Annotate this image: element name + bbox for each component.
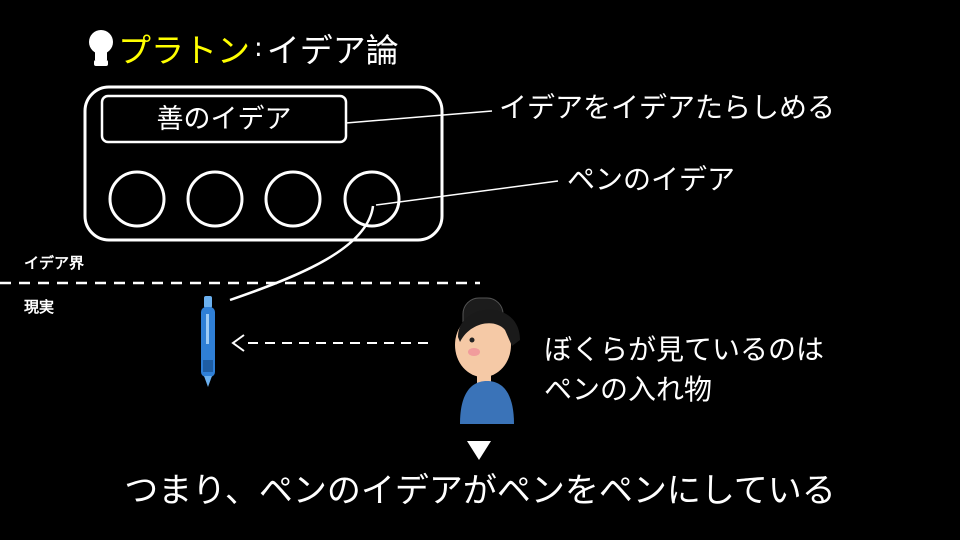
conclusion-text: つまり、ペンのイデアがペンをペンにしている [124, 471, 836, 511]
good-idea-box [100, 94, 348, 144]
idea-circle-4 [343, 170, 401, 228]
title-name: プラトン [118, 31, 250, 70]
realm-label-idea: イデア界 [24, 254, 85, 272]
perception-note-line2: ペンの入れ物 [544, 373, 713, 406]
view-arrowhead [231, 334, 245, 352]
idea-circle-1 [108, 170, 166, 228]
idea-circle-2 [186, 170, 244, 228]
realm-label-real: 現実 [24, 298, 55, 316]
title-separator: : [254, 33, 263, 63]
person-icon [455, 297, 520, 424]
pen-icon [201, 296, 215, 387]
perception-note-line1: ぼくらが見ているのは [544, 333, 825, 366]
perception-note: ぼくらが見ているのは ペンの入れ物 [544, 330, 824, 410]
bulb-icon [89, 30, 113, 66]
pen-leader-line [375, 180, 559, 206]
idea-circle-3 [264, 170, 322, 228]
page-title: プラトン : イデア論 [86, 26, 399, 70]
pen-idea-note: ペンのイデア [567, 163, 736, 196]
title-subject: イデア論 [266, 31, 399, 70]
idea-to-pen-curve [229, 205, 375, 302]
good-idea-note: イデアをイデアたらしめる [499, 91, 836, 124]
good-idea-label: 善のイデア [156, 103, 292, 135]
down-triangle [467, 441, 491, 460]
good-leader-line [345, 110, 493, 124]
idea-box [83, 85, 444, 242]
